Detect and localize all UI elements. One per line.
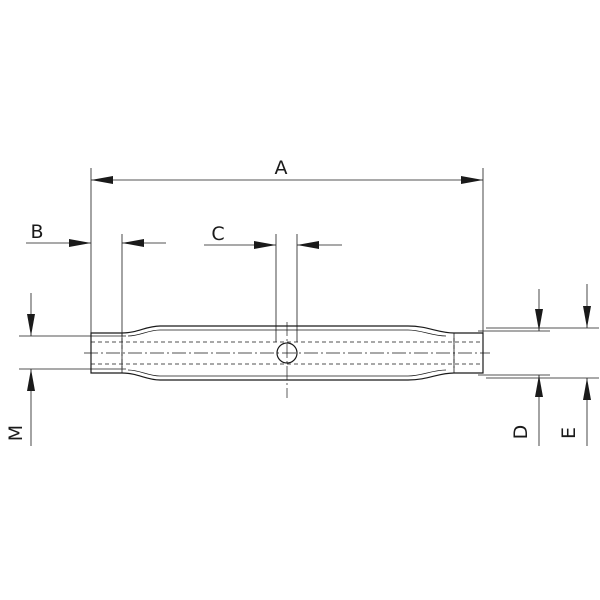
body-outline bbox=[90, 325, 484, 381]
dimension-d: D bbox=[478, 289, 550, 446]
body-highlight-top bbox=[127, 329, 447, 337]
arrowhead-m-top bbox=[27, 314, 35, 336]
arrowhead-d-bottom bbox=[535, 375, 543, 397]
cross-hole bbox=[276, 342, 298, 364]
dimension-e: E bbox=[486, 284, 599, 446]
dimension-label-m: M bbox=[5, 425, 27, 441]
arrowhead-a-right bbox=[461, 176, 483, 184]
dimension-b: B bbox=[26, 221, 166, 336]
dimension-c: C bbox=[204, 223, 342, 342]
arrowhead-c-left bbox=[254, 241, 276, 249]
arrowhead-b-right bbox=[122, 239, 144, 247]
arrowhead-c-right bbox=[297, 241, 319, 249]
arrowhead-d-top bbox=[535, 309, 543, 331]
dimension-m: M bbox=[5, 293, 126, 446]
dimension-label-a: A bbox=[275, 157, 288, 179]
dimension-label-b: B bbox=[30, 221, 43, 243]
dimension-label-c: C bbox=[211, 223, 224, 245]
body-highlight-bottom bbox=[127, 369, 447, 377]
arrowhead-m-bottom bbox=[27, 369, 35, 391]
dimension-label-e: E bbox=[558, 427, 580, 439]
arrowhead-a-left bbox=[91, 176, 113, 184]
arrowhead-e-top bbox=[583, 306, 591, 328]
arrowhead-b-left bbox=[69, 239, 91, 247]
arrowhead-e-bottom bbox=[583, 378, 591, 400]
dimension-label-d: D bbox=[510, 425, 532, 440]
dimension-a: A bbox=[90, 157, 484, 336]
turnbuckle-body bbox=[84, 322, 490, 398]
